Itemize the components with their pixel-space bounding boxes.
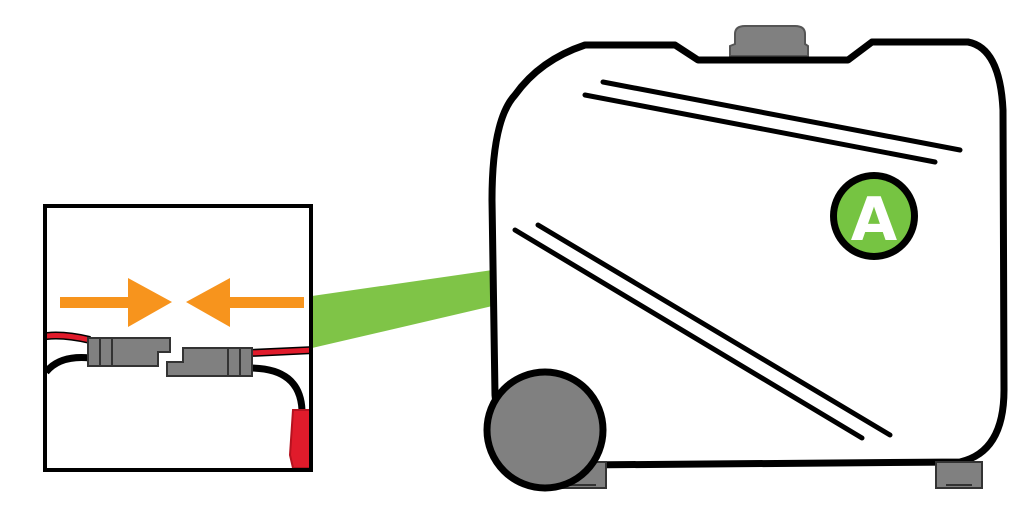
shine-line <box>600 79 963 153</box>
red-terminal <box>288 409 309 468</box>
arrow-left-icon <box>186 278 304 327</box>
inset-frame <box>43 204 313 472</box>
foot-right <box>935 461 983 489</box>
shine-line <box>512 227 865 441</box>
wire-black-right <box>249 364 306 411</box>
connector-left-icon <box>87 337 171 367</box>
connector-right-icon <box>166 347 253 377</box>
callout-badge: A <box>830 172 918 260</box>
arrow-right-icon <box>60 278 172 327</box>
shine-line <box>582 92 938 165</box>
callout-letter: A <box>851 185 898 255</box>
shine-line <box>535 222 893 438</box>
connector-inset <box>43 204 313 472</box>
wire-black-left <box>47 354 91 375</box>
fuel-cap <box>729 25 809 57</box>
generator <box>483 25 1008 492</box>
wheel-icon <box>483 368 607 492</box>
